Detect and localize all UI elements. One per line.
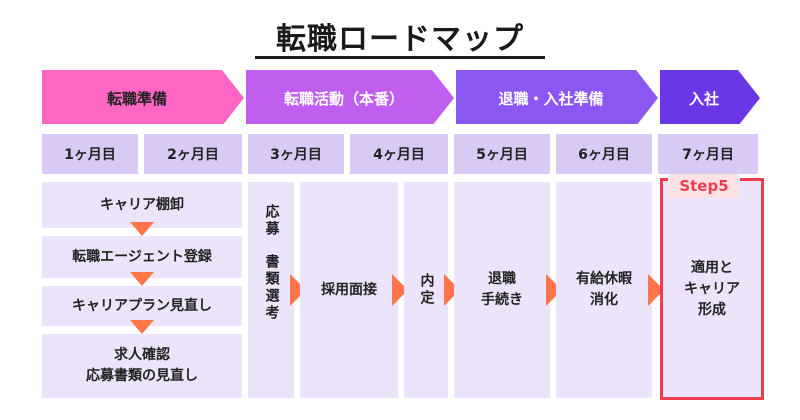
phase-label-activity: 転職活動（本番） xyxy=(283,89,404,108)
month-5: 5ヶ月目 xyxy=(454,134,550,174)
offer-label: 内定 xyxy=(418,273,435,307)
phase-arrows xyxy=(42,70,760,124)
prep-step-agent-register: 転職エージェント登録 xyxy=(42,236,242,278)
activity-offer: 内定 xyxy=(404,182,448,398)
apply-label: 応募 xyxy=(263,204,280,238)
phase-label-prep: 転職準備 xyxy=(106,89,167,108)
month-2: 2ヶ月目 xyxy=(144,134,242,174)
arrow-down-icon xyxy=(130,272,154,286)
phase-arrow-resign xyxy=(456,70,658,124)
onboard-career-formation: 適用と キャリア 形成 xyxy=(660,178,764,400)
month-7: 7ヶ月目 xyxy=(658,134,758,174)
prep-step-job-review: 求人確認 応募書類の見直し xyxy=(42,334,242,398)
resign-paid-leave: 有給休暇 消化 xyxy=(556,182,652,398)
phase-arrow-prep xyxy=(42,70,244,124)
month-6: 6ヶ月目 xyxy=(556,134,652,174)
phase-label-resign: 退職・入社準備 xyxy=(498,89,604,108)
month-4: 4ヶ月目 xyxy=(350,134,448,174)
arrow-down-icon xyxy=(130,320,154,334)
phase-arrow-onboard xyxy=(660,70,760,124)
resign-procedure: 退職 手続き xyxy=(454,182,550,398)
arrow-down-icon xyxy=(130,222,154,236)
phase-label-onboard: 入社 xyxy=(688,89,719,108)
title-underline xyxy=(255,56,545,59)
step5-badge: Step5 xyxy=(668,174,740,198)
page-title: 転職ロードマップ xyxy=(276,22,524,57)
month-3: 3ヶ月目 xyxy=(248,134,344,174)
month-1: 1ヶ月目 xyxy=(42,134,138,174)
activity-apply-screening: 応募 書類選考 xyxy=(248,182,294,398)
screening-label: 書類選考 xyxy=(263,254,280,322)
prep-step-career-plan: キャリアプラン見直し xyxy=(42,286,242,326)
prep-step-career-inventory: キャリア棚卸 xyxy=(42,182,242,228)
activity-interview: 採用面接 xyxy=(300,182,398,398)
phase-arrow-activity xyxy=(246,70,454,124)
